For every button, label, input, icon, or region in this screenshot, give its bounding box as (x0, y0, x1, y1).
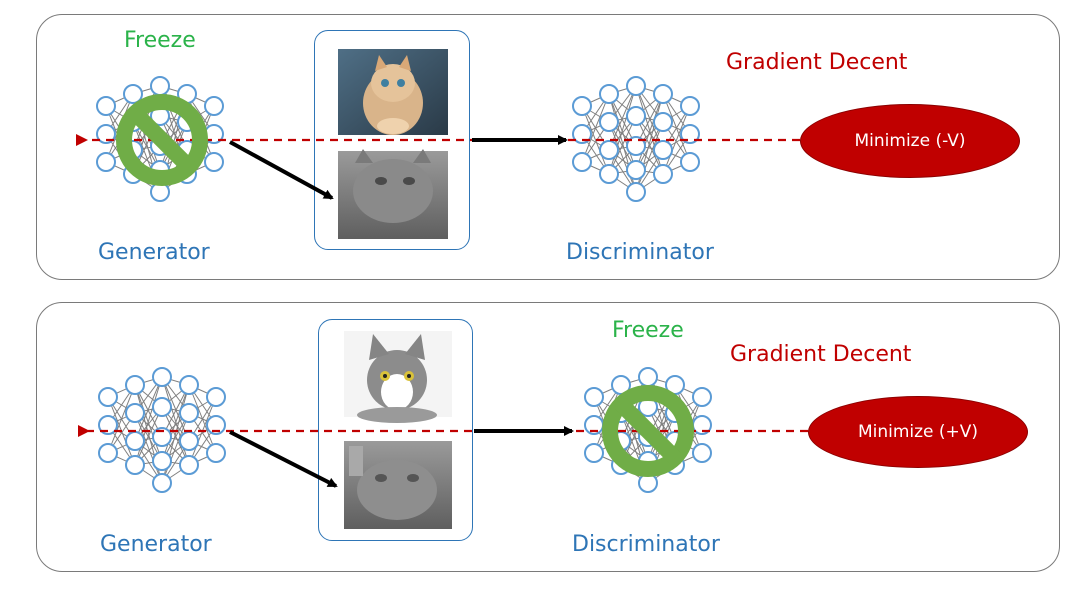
network-node (626, 160, 646, 180)
network-edge (608, 115, 637, 175)
generated-gray-cat (338, 149, 448, 239)
network-edge (608, 121, 637, 193)
network-node (96, 96, 116, 116)
network-edge (134, 376, 163, 466)
discriminator-label: Discriminator (566, 240, 714, 265)
network-node (638, 367, 658, 387)
network-node (98, 443, 118, 463)
network-node (626, 106, 646, 126)
network-node (204, 96, 224, 116)
network-node (152, 451, 172, 471)
network-node (125, 403, 145, 423)
network-node (680, 152, 700, 172)
discriminator-label: Discriminator (572, 532, 720, 557)
kitten-photo (338, 49, 448, 135)
objective-ellipse: Minimize (-V) (800, 104, 1020, 178)
network-node (572, 124, 592, 144)
network-node (96, 124, 116, 144)
network-edge (581, 93, 610, 163)
network-node (692, 443, 712, 463)
network-node (599, 112, 619, 132)
generator-output-arrow (229, 430, 338, 488)
network-node (680, 96, 700, 116)
network-node (653, 164, 673, 184)
network-node (179, 403, 199, 423)
network-edge (134, 412, 163, 484)
generator-output-arrow (229, 140, 334, 200)
freeze-label: Freeze (612, 318, 684, 343)
network-node (98, 387, 118, 407)
gradient-label: Gradient Decent (730, 342, 912, 367)
network-node (179, 375, 199, 395)
network-node (626, 136, 646, 156)
network-node (584, 387, 604, 407)
network-node (150, 76, 170, 96)
objective-ellipse: Minimize (+V) (808, 396, 1028, 468)
image-pair (338, 49, 448, 239)
generator-label: Generator (100, 532, 212, 557)
network-node (152, 473, 172, 493)
network-node (692, 387, 712, 407)
network-node (179, 431, 199, 451)
objective-label: Minimize (-V) (854, 131, 966, 151)
network-node (123, 84, 143, 104)
network-edge (161, 376, 190, 466)
network-edge (161, 412, 190, 484)
network-node (206, 387, 226, 407)
generator-label: Generator (98, 240, 210, 265)
no-sign-icon (602, 385, 694, 477)
freeze-label: Freeze (124, 28, 196, 53)
network-node (179, 455, 199, 475)
objective-label: Minimize (+V) (857, 422, 979, 442)
network-node (204, 152, 224, 172)
network-edge (581, 105, 610, 175)
discriminator-network (572, 76, 700, 202)
network-edge (608, 85, 637, 175)
network-node (125, 375, 145, 395)
network-node (206, 415, 226, 435)
network-node (98, 415, 118, 435)
network-node (152, 367, 172, 387)
network-edge (134, 384, 163, 462)
network-node (152, 427, 172, 447)
network-edge (107, 384, 136, 454)
network-node (599, 140, 619, 160)
generated-gray-cat (344, 441, 452, 529)
network-node (599, 84, 619, 104)
network-node (206, 443, 226, 463)
network-node (680, 124, 700, 144)
network-edge (662, 105, 691, 175)
gray-white-cat-photo (344, 331, 452, 423)
network-node (653, 84, 673, 104)
network-node (572, 96, 592, 116)
network-node (572, 152, 592, 172)
network-node (125, 431, 145, 451)
network-edge (635, 121, 664, 193)
network-node (653, 112, 673, 132)
network-node (584, 443, 604, 463)
network-edge (134, 406, 163, 466)
image-pair (344, 331, 452, 529)
network-edge (134, 376, 163, 442)
network-node (626, 182, 646, 202)
network-node (125, 455, 145, 475)
network-node (599, 164, 619, 184)
network-node (626, 76, 646, 96)
network-edge (608, 93, 637, 171)
network-edge (635, 85, 664, 175)
network-node (152, 397, 172, 417)
network-node (653, 140, 673, 160)
gradient-label: Gradient Decent (726, 50, 908, 75)
no-sign-icon (116, 94, 208, 186)
network-node (96, 152, 116, 172)
network-edge (161, 384, 190, 462)
network-edge (635, 93, 664, 171)
generator-network (98, 367, 226, 493)
